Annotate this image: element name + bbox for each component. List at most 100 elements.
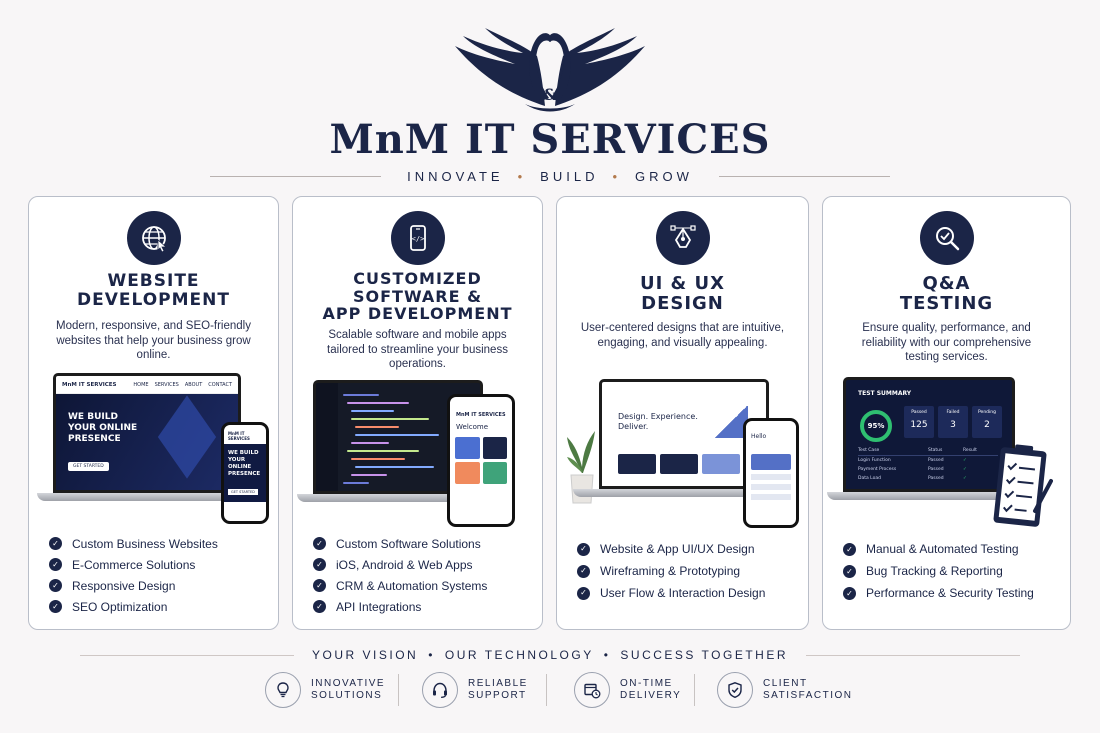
feature-item: ✓Custom Software Solutions: [313, 533, 532, 554]
brand-name: MnM IT SERVICES: [329, 116, 771, 163]
card-qa-testing: Q&A TESTING Ensure quality, performance,…: [822, 196, 1071, 630]
mock-stat-label: Failed: [946, 410, 960, 415]
check-icon: ✓: [577, 542, 590, 556]
badge-label: INNOVATIVE: [311, 678, 386, 689]
check-icon: ✓: [843, 542, 856, 556]
tagline: INNOVATE•BUILD•GROW: [381, 169, 719, 184]
feature-item: ✓Responsive Design: [49, 575, 268, 596]
mock-table-row: Data Load Passed ✓: [858, 474, 998, 483]
mock-stat-value: 3: [950, 420, 956, 430]
laptop-base: [827, 492, 1033, 500]
mock-stat-label: Passed: [911, 410, 927, 415]
mock-tile: [455, 437, 480, 459]
feature-list: ✓ Website & App UI/UX Design ✓Wireframing…: [577, 538, 798, 604]
card-description: Ensure quality, performance, and reliabi…: [861, 322, 1032, 363]
feature-item: ✓Bug Tracking & Reporting: [843, 560, 1060, 582]
mock-td: Passed: [928, 476, 944, 481]
feature-item: ✓E-Commerce Solutions: [49, 554, 268, 575]
mock-nav-item: HOME: [133, 381, 149, 388]
shield-check-icon: [717, 672, 753, 708]
mock-tile: [455, 462, 480, 484]
mock-phone-row: [751, 494, 791, 500]
check-icon: ✓: [963, 476, 967, 481]
mock-cta: GET STARTED: [68, 462, 109, 471]
card-description: User-centered designs that are intuitive…: [580, 322, 785, 349]
badge-label: SOLUTIONS: [311, 690, 383, 701]
footer-tagline-item: OUR TECHNOLOGY: [444, 648, 594, 662]
feature-label: Custom Business Websites: [72, 536, 218, 551]
mock-hero: WE BUILD YOUR ONLINE PRESENCE GET STARTE…: [56, 394, 238, 490]
mock-card: [702, 454, 740, 474]
check-icon: ✓: [313, 579, 326, 592]
mock-td: Data Load: [858, 476, 881, 481]
feature-item: ✓CRM & Automation Systems: [313, 575, 532, 596]
check-icon: ✓: [313, 537, 326, 550]
phone-mockup: MnM IT SERVICES Welcome: [447, 394, 515, 527]
feature-item: ✓ Website & App UI/UX Design: [577, 538, 798, 560]
check-icon: ✓: [313, 600, 326, 613]
badge-label: ON-TIME: [620, 678, 673, 689]
mock-card: [618, 454, 656, 474]
divider: [80, 654, 295, 656]
feature-item: ✓Wireframing & Prototyping: [577, 560, 798, 582]
mock-td: Passed: [928, 467, 944, 472]
card-title: Q&A TESTING: [899, 273, 994, 314]
feature-item: ✓ SEO Optimization: [49, 596, 268, 617]
mock-tile: [482, 462, 507, 484]
mock-stat-value: 125: [910, 420, 928, 430]
feature-item: ✓iOS, Android & Web Apps: [313, 554, 532, 575]
mock-card: [660, 454, 698, 474]
bullet-icon: •: [612, 168, 622, 184]
feature-list: ✓Custom Software Solutions ✓iOS, Android…: [313, 533, 532, 617]
mock-phone-row: [751, 484, 791, 490]
mock-hero-graphic: [714, 406, 748, 438]
feature-label: User Flow & Interaction Design: [600, 586, 766, 600]
check-icon: ✓: [843, 586, 856, 600]
logo-ampersand: &: [543, 85, 558, 104]
mock-stat: Passed 125: [904, 406, 934, 438]
divider: [398, 674, 399, 706]
badge-label: CLIENT: [763, 678, 808, 689]
mock-phone-welcome: Welcome: [456, 423, 489, 431]
feature-label: Website & App UI/UX Design: [600, 542, 755, 556]
badge-label: DELIVERY: [620, 690, 682, 701]
mock-td: Login Function: [858, 458, 891, 463]
mock-tile: [482, 437, 507, 459]
tagline-word: BUILD: [540, 168, 599, 184]
laptop-mockup: MnM IT SERVICES HOME SERVICES ABOUT CONT…: [53, 373, 241, 493]
mock-phone-brand: MnM IT SERVICES: [456, 412, 506, 418]
clipboard-icon: [993, 441, 1053, 529]
mock-nav-item: CONTACT: [208, 381, 232, 388]
headset-icon: [422, 672, 458, 708]
calendar-clock-icon: [574, 672, 610, 708]
feature-label: SEO Optimization: [72, 599, 168, 614]
globe-icon: [126, 211, 181, 265]
feature-label: E-Commerce Solutions: [72, 557, 196, 572]
feature-label: Manual & Automated Testing: [866, 542, 1019, 556]
feature-item: ✓Performance & Security Testing: [843, 582, 1060, 604]
check-icon: ✓: [49, 579, 62, 592]
feature-item: ✓Custom Business Websites: [49, 533, 268, 554]
card-software-app-development: </> CUSTOMIZED SOFTWARE & APP DEVELOPMEN…: [292, 196, 543, 630]
card-title: WEBSITE DEVELOPMENT: [77, 271, 230, 310]
check-icon: ✓: [313, 558, 326, 571]
mock-td: Passed: [928, 458, 944, 463]
mock-stat: Pending 2: [972, 406, 1002, 438]
feature-item: ✓User Flow & Interaction Design: [577, 582, 798, 604]
card-title: UI & UX DESIGN: [639, 273, 726, 314]
feature-item: ✓ Manual & Automated Testing: [843, 538, 1060, 560]
mock-phone-hero-text: WE BUILD YOUR ONLINE PRESENCE: [228, 450, 261, 477]
bullet-icon: •: [603, 648, 611, 662]
footer-tagline: YOUR VISION•OUR TECHNOLOGY•SUCCESS TOGET…: [294, 648, 806, 662]
mock-summary-title: TEST SUMMARY: [858, 390, 912, 397]
footer-tagline-item: SUCCESS TOGETHER: [620, 648, 788, 662]
check-icon: ✓: [963, 458, 967, 463]
mock-phone-cta: GET STARTED: [228, 489, 258, 495]
check-icon: ✓: [49, 600, 62, 613]
